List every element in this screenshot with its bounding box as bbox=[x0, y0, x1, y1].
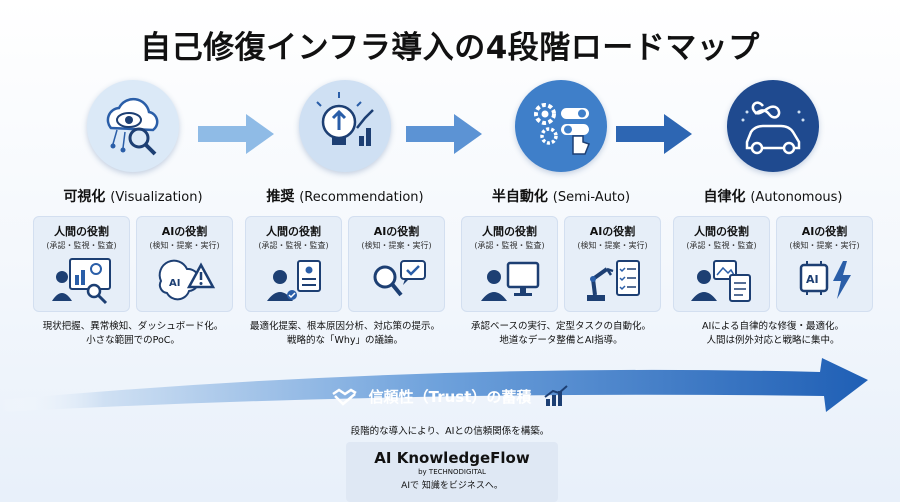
ai-role-card: AIの役割 (検知・提案・実行) bbox=[348, 216, 445, 312]
card-title: 人間の役割 bbox=[54, 225, 109, 238]
stage-autonomous: 自律化 (Autonomous) 人間の役割 (承認・監視・監査) AIの役割 … bbox=[668, 80, 878, 348]
stage-name: 半自動化 bbox=[491, 189, 548, 205]
ai-role-card: AIの役割 (検知・提案・実行) AI bbox=[136, 216, 233, 312]
description-line: 小さな範囲でのPoC。 bbox=[86, 335, 180, 346]
card-subtitle: (検知・提案・実行) bbox=[361, 241, 432, 250]
description-line: 戦略的な「Why」の議論。 bbox=[286, 335, 404, 346]
stage-description: AIによる自律的な修復・最適化。 人間は例外対応と戦略に集中。 bbox=[668, 320, 878, 348]
gears-toggle-hand-icon bbox=[534, 103, 590, 155]
stage-visualization: 可視化 (Visualization) 人間の役割 (承認・監視・監査) AIの… bbox=[28, 80, 238, 348]
card-subtitle: (承認・監視・監査) bbox=[686, 241, 757, 250]
card-subtitle: (承認・監視・監査) bbox=[258, 241, 329, 250]
card-title: AIの役割 bbox=[801, 225, 848, 238]
person-image-document-icon bbox=[690, 260, 751, 302]
stage-description: 承認ベースの実行、定型タスクの自動化。 地道なデータ整備とAI指導。 bbox=[456, 320, 666, 348]
human-role-card: 人間の役割 (承認・監視・監査) bbox=[33, 216, 130, 312]
page-title: 自己修復インフラ導入の4段階ロードマップ bbox=[140, 30, 760, 66]
trust-label: 信頼性（Trust）の蓄積 bbox=[0, 385, 900, 407]
stage-name-en: (Autonomous) bbox=[750, 190, 843, 205]
stage-title: 半自動化 (Semi-Auto) bbox=[456, 186, 666, 206]
cloud-eye-magnifier-icon bbox=[106, 97, 159, 156]
description-line: 人間は例外対応と戦略に集中。 bbox=[706, 335, 840, 346]
human-role-card: 人間の役割 (承認・監視・監査) bbox=[673, 216, 770, 312]
description-line: 最適化提案、根本原因分析、対応策の提示。 bbox=[249, 321, 440, 332]
card-title: 人間の役割 bbox=[482, 225, 537, 238]
card-subtitle: (検知・提案・実行) bbox=[577, 241, 648, 250]
card-title: AIの役割 bbox=[161, 225, 208, 238]
card-subtitle: (検知・提案・実行) bbox=[789, 241, 860, 250]
infinity-car-icon bbox=[741, 101, 805, 155]
brand-tagline: AIで 知識をビジネスへ。 bbox=[401, 481, 503, 491]
svg-text:AI: AI bbox=[806, 273, 819, 286]
right-arrow-icon bbox=[198, 114, 274, 154]
ai-brain-alert-icon: AI bbox=[158, 259, 215, 301]
person-document-icon bbox=[266, 260, 321, 301]
stage-icon-circle bbox=[87, 80, 179, 172]
stage-name-en: (Visualization) bbox=[110, 190, 203, 205]
human-role-card: 人間の役割 (承認・監視・監査) bbox=[461, 216, 558, 312]
stage-description: 最適化提案、根本原因分析、対応策の提示。 戦略的な「Why」の議論。 bbox=[240, 320, 450, 348]
stage-name: 推奨 bbox=[266, 189, 295, 205]
handshake-icon bbox=[332, 388, 358, 406]
trust-title: 信頼性（Trust）の蓄積 bbox=[368, 387, 532, 406]
human-role-card: 人間の役割 (承認・監視・監査) bbox=[245, 216, 342, 312]
ai-role-card: AIの役割 (検知・提案・実行) AI bbox=[776, 216, 873, 312]
stage-title: 推奨 (Recommendation) bbox=[240, 186, 450, 206]
card-title: 人間の役割 bbox=[694, 225, 749, 238]
description-line: 現状把握、異常検知、ダッシュボード化。 bbox=[42, 321, 224, 332]
brand-name: AI KnowledgeFlow bbox=[374, 449, 530, 467]
ai-role-card: AIの役割 (検知・提案・実行) bbox=[564, 216, 661, 312]
person-monitor-icon bbox=[480, 261, 539, 301]
growth-chart-icon bbox=[544, 385, 568, 406]
card-title: 人間の役割 bbox=[266, 225, 321, 238]
brand-by: by TECHNODIGITAL bbox=[418, 468, 486, 476]
stage-name-en: (Recommendation) bbox=[299, 190, 424, 205]
card-title: AIの役割 bbox=[589, 225, 636, 238]
trust-description: 段階的な導入により、AIとの信頼関係を構築。 bbox=[350, 426, 550, 437]
card-subtitle: (検知・提案・実行) bbox=[149, 241, 220, 250]
person-dashboard-icon bbox=[51, 258, 111, 305]
robot-arm-checklist-icon bbox=[586, 260, 640, 301]
lightbulb-chart-icon bbox=[316, 92, 374, 146]
stage-title: 自律化 (Autonomous) bbox=[668, 186, 878, 206]
card-subtitle: (承認・監視・監査) bbox=[474, 241, 545, 250]
trust-flow-arrow bbox=[0, 358, 868, 412]
stage-name: 自律化 bbox=[703, 189, 746, 205]
card-subtitle: (承認・監視・監査) bbox=[46, 241, 117, 250]
stage-icon-circle bbox=[727, 80, 819, 172]
footer-brand: AI KnowledgeFlow by TECHNODIGITAL AIで 知識… bbox=[346, 442, 558, 502]
stage-semi-auto: 半自動化 (Semi-Auto) 人間の役割 (承認・監視・監査) AIの役割 … bbox=[456, 80, 666, 348]
stage-icon-circle bbox=[299, 80, 391, 172]
stage-description: 現状把握、異常検知、ダッシュボード化。 小さな範囲でのPoC。 bbox=[28, 320, 238, 348]
svg-text:AI: AI bbox=[169, 278, 180, 289]
stage-title: 可視化 (Visualization) bbox=[28, 186, 238, 206]
description-line: AIによる自律的な修復・最適化。 bbox=[701, 321, 845, 332]
magnifier-chat-check-icon bbox=[373, 260, 426, 297]
right-arrow-icon bbox=[406, 114, 482, 154]
ai-chip-lightning-icon: AI bbox=[799, 261, 851, 299]
stage-name: 可視化 bbox=[63, 189, 106, 205]
stage-icon-circle bbox=[515, 80, 607, 172]
card-title: AIの役割 bbox=[373, 225, 420, 238]
right-arrow-icon bbox=[616, 114, 692, 154]
description-line: 承認ベースの実行、定型タスクの自動化。 bbox=[470, 321, 652, 332]
stage-recommendation: 推奨 (Recommendation) 人間の役割 (承認・監視・監査) AIの… bbox=[240, 80, 450, 348]
description-line: 地道なデータ整備とAI指導。 bbox=[499, 335, 623, 346]
stage-name-en: (Semi-Auto) bbox=[552, 190, 631, 205]
